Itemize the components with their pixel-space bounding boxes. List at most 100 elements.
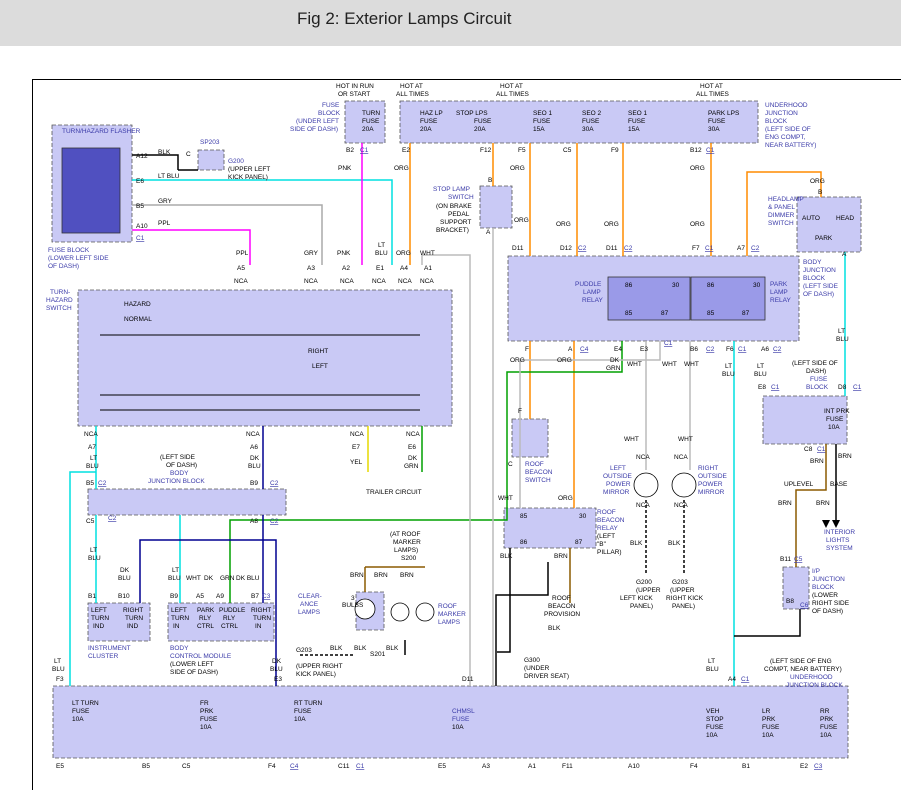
label-lrprk-2: PRK — [762, 716, 776, 723]
pin-87-b: 87 — [742, 310, 750, 317]
wire-blu-5: BLU — [375, 250, 388, 257]
pin-a7b: A7 — [88, 444, 96, 451]
label-ipjb-1: I/P — [812, 568, 820, 575]
pin-c1-e: C1 — [664, 340, 673, 347]
label-bcm-2: CONTROL MODULE — [170, 653, 232, 660]
pin-a6b: A6 — [250, 444, 258, 451]
wire-grn-3: GRN — [220, 575, 235, 582]
pin-c3b: C3 — [814, 763, 823, 770]
pin-f11: F11 — [562, 763, 573, 770]
label-ipjb-5: RIGHT SIDE — [812, 600, 850, 607]
label-seo2-3: 30A — [582, 126, 594, 133]
label-base: BASE — [830, 481, 848, 488]
wire-blk-4: BLK — [386, 645, 399, 652]
pin-c1-i: C1 — [817, 446, 826, 453]
wire-dk-5: DK — [204, 575, 214, 582]
label-frprk-2: PRK — [200, 708, 214, 715]
label-g200b-2: (UPPER — [636, 587, 661, 594]
wire-nca-3: NCA — [340, 278, 354, 285]
wire-grn-1: GRN — [606, 365, 621, 372]
pin-86-b: 86 — [707, 282, 715, 289]
label-bcm-4: SIDE OF DASH) — [170, 669, 218, 676]
label-interior-1: INTERIOR — [824, 529, 855, 536]
pin-f5: F5 — [518, 147, 526, 154]
label-lrprk-3: FUSE — [762, 724, 780, 731]
label-frprk-4: 10A — [200, 724, 212, 731]
wire-nca-10: NCA — [406, 431, 420, 438]
pin-c2-a: C2 — [578, 245, 587, 252]
wire-nca-5: NCA — [398, 278, 412, 285]
label-rrprk-1: RR — [820, 708, 830, 715]
label-ths-1: TURN- — [50, 289, 70, 296]
wire-gry-2: GRY — [304, 250, 319, 257]
label-bjb2-4: JUNCTION BLOCK — [148, 478, 205, 485]
circuit-diagram: TURN/HAZARD FLASHER SP203 G200 (UPPER LE… — [46, 83, 862, 770]
wire-blu-2: BLU — [722, 371, 735, 378]
pin-c1-h: C1 — [853, 384, 862, 391]
pin-e4: E4 — [614, 346, 622, 353]
label-g203b-3: RIGHT KICK — [666, 595, 704, 602]
wire-ppl-2: PPL — [236, 250, 249, 257]
label-hot-run-1: HOT IN RUN — [336, 83, 374, 90]
label-g203-3: KICK PANEL) — [296, 671, 336, 678]
pin-b1: B1 — [88, 593, 96, 600]
wire-wht-7: WHT — [624, 436, 639, 443]
headlamp-switch-block — [796, 196, 862, 253]
label-lm-3: POWER — [606, 481, 631, 488]
wire-org-10: ORG — [557, 357, 572, 364]
pin-c2-f: C2 — [98, 480, 107, 487]
label-park: PARK — [815, 235, 833, 242]
wire-blu-1: BLU — [836, 336, 849, 343]
label-chmsl-2: FUSE — [452, 716, 470, 723]
label-bjb-2: JUNCTION — [803, 267, 836, 274]
label-intfb-4: BLOCK — [806, 384, 829, 391]
wire-blu-3: BLU — [754, 371, 767, 378]
label-puddle-1: PUDDLE — [575, 281, 602, 288]
label-bcmrt-3: IN — [255, 623, 262, 630]
label-lrprk-4: 10A — [762, 732, 774, 739]
label-hl-1: HEADLAMP — [768, 196, 804, 203]
label-lm-4: MIRROR — [603, 489, 630, 496]
label-ltind-3: IND — [93, 623, 105, 630]
label-rtind-2: TURN — [125, 615, 143, 622]
label-bjb2-3: BODY — [170, 470, 189, 477]
pin-f7: F7 — [692, 245, 700, 252]
pin-c1-d: C1 — [705, 245, 714, 252]
label-ltind-1: LEFT — [91, 607, 107, 614]
label-bjb2-2: OF DASH) — [166, 462, 197, 469]
label-g203b-2: (UPPER — [670, 587, 695, 594]
label-hot-all3-1: HOT AT — [700, 83, 723, 90]
label-rbr-6: PILLAR) — [597, 549, 622, 556]
label-ths-3: SWITCH — [46, 305, 72, 312]
label-clr-2: ANCE — [300, 601, 319, 608]
underhood-fuse-block — [399, 100, 759, 144]
label-seo1a-2: FUSE — [533, 118, 551, 125]
pin-85-b: 85 — [707, 310, 715, 317]
pin-a-1: A — [486, 229, 491, 236]
label-bcmpud-2: RLY — [223, 615, 236, 622]
diagram-frame — [32, 79, 901, 790]
wire-lt-1: LT — [838, 328, 845, 335]
label-flasher: TURN/HAZARD FLASHER — [62, 128, 141, 135]
label-veh-3: FUSE — [706, 724, 724, 731]
pin-c1-c: C1 — [706, 147, 715, 154]
wire-org-3: ORG — [690, 165, 705, 172]
wire-nca-11: NCA — [636, 454, 650, 461]
label-rm-2: MARKER — [393, 539, 421, 546]
wire-nca-1: NCA — [234, 278, 248, 285]
pin-e5b: E5 — [438, 763, 446, 770]
label-rbs-1: ROOF — [525, 461, 544, 468]
wire-org-7: ORG — [604, 221, 619, 228]
label-ltturn-3: 10A — [72, 716, 84, 723]
label-rbr-3: RELAY — [597, 525, 618, 532]
wire-dk-6: DK BLU — [236, 575, 260, 582]
label-hazard: HAZARD — [124, 301, 151, 308]
pin-c2-c: C2 — [751, 245, 760, 252]
wire-blu-4: BLU — [706, 666, 719, 673]
pin-c4-b: C4 — [290, 763, 299, 770]
pin-a10b: A10 — [628, 763, 640, 770]
label-g300-1: G300 — [524, 657, 540, 664]
wire-brn-5: BRN — [350, 572, 364, 579]
label-chmsl-1: CHMSL — [452, 708, 475, 715]
wire-blk-6: BLK — [548, 625, 561, 632]
